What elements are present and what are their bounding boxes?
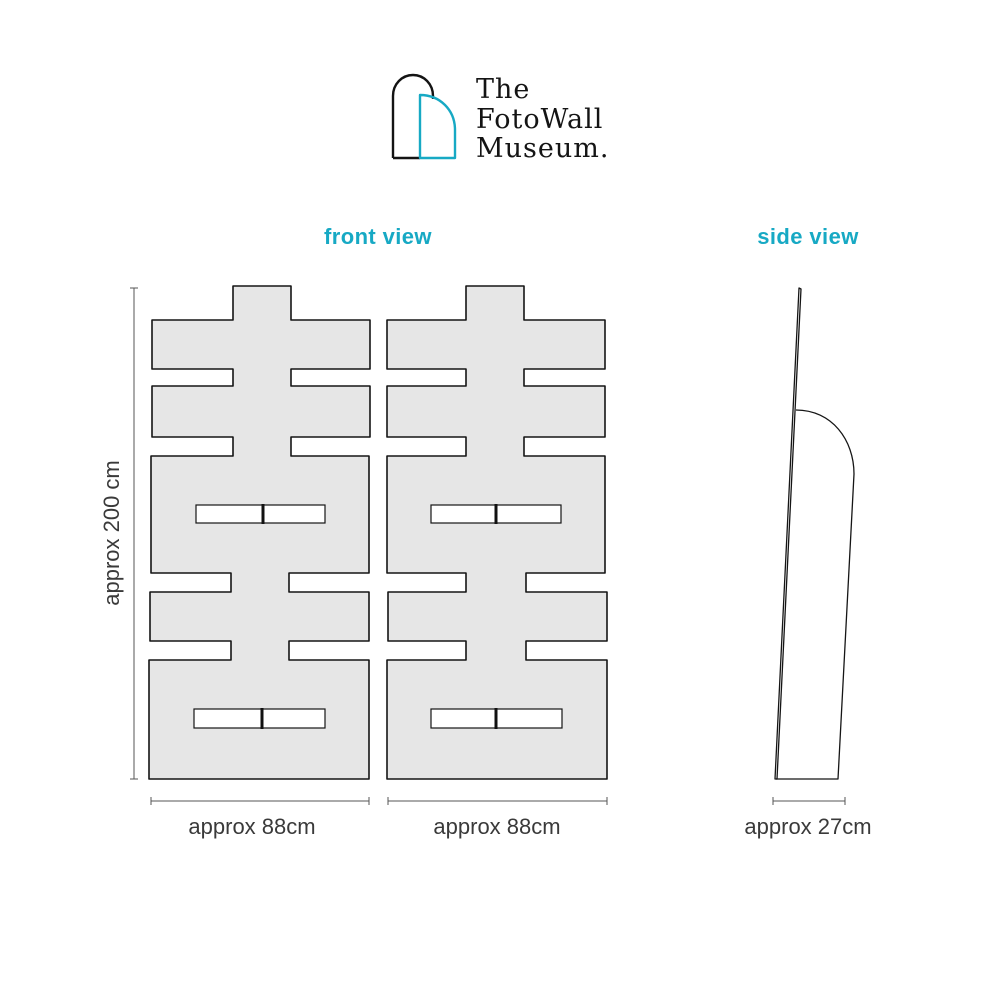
side-view-drawing (774, 287, 855, 780)
front-panel-1 (148, 285, 371, 780)
height-label: approx 200 cm (99, 460, 124, 606)
slot-frame (193, 708, 326, 729)
logo-arch-black (391, 73, 435, 158)
side-view-stand (776, 409, 855, 780)
panel-2-lower-slot (430, 708, 563, 729)
logo-line-2: FotoWall (476, 104, 603, 135)
logo-line-3: Museum. (476, 133, 609, 164)
height-dimension: approx 200 cm (99, 287, 138, 780)
side-view-heading: side view (757, 224, 859, 249)
panel-2-width-dimension: approx 88cm (387, 797, 608, 839)
front-view-heading: front view (324, 224, 432, 249)
logo-line-1: The (476, 74, 530, 105)
side-view-board (774, 287, 802, 780)
panel-1-lower-slot (193, 708, 326, 729)
panel-2-outline (386, 285, 608, 780)
panel-1-width-dimension: approx 88cm (150, 797, 370, 839)
depth-dimension: approx 27cm (744, 797, 872, 839)
logo-arch-accent (418, 93, 457, 160)
arch-icon (391, 73, 457, 160)
logo: The FotoWall Museum. (391, 73, 609, 164)
panel-2-upper-slot (430, 504, 562, 524)
panel-1-upper-slot (195, 504, 326, 524)
panel-1-outline (148, 285, 371, 780)
depth-label: approx 27cm (744, 814, 871, 839)
panel-2-width-label: approx 88cm (433, 814, 560, 839)
panel-1-width-label: approx 88cm (188, 814, 315, 839)
slot-frame (195, 504, 326, 524)
front-panel-2 (386, 285, 608, 780)
